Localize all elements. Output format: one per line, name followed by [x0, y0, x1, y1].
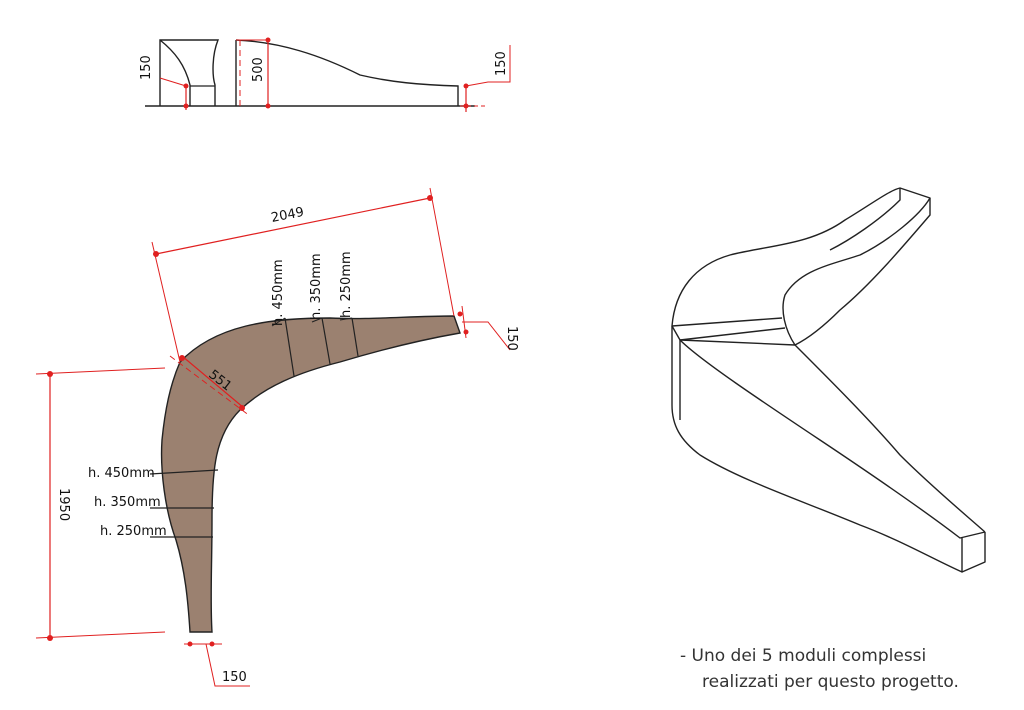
plan-dim-tip-bottom: 150: [222, 670, 247, 685]
caption-line-1: - Uno dei 5 moduli complessi: [680, 646, 927, 666]
lower-height-1: h. 450mm: [88, 466, 155, 481]
top-dim-center: 500: [251, 57, 266, 82]
top-dim-left: 150: [139, 55, 154, 80]
plan-dim-height: 1950: [56, 488, 71, 521]
upper-height-2: h. 350mm: [309, 253, 324, 320]
plan-dim-length: 2049: [270, 205, 305, 226]
top-elevation-view: 150 500 150: [139, 37, 511, 112]
lower-height-3: h. 250mm: [100, 524, 167, 539]
upper-height-1: h. 450mm: [271, 259, 286, 326]
elevation-profile: [159, 39, 459, 106]
lower-height-2: h. 350mm: [94, 495, 161, 510]
plan-shape: [160, 315, 461, 633]
isometric-view: [671, 187, 986, 573]
top-dim-right: 150: [494, 51, 509, 76]
caption-line-2: realizzati per questo progetto.: [702, 672, 959, 692]
plan-dim-tip-right: 150: [504, 326, 519, 351]
plan-view: h. 450mm h. 350mm h. 250mm h. 450mm h. 3…: [35, 187, 519, 687]
caption: - Uno dei 5 moduli complessi realizzati …: [680, 643, 1010, 695]
upper-height-3: h. 250mm: [339, 251, 354, 318]
